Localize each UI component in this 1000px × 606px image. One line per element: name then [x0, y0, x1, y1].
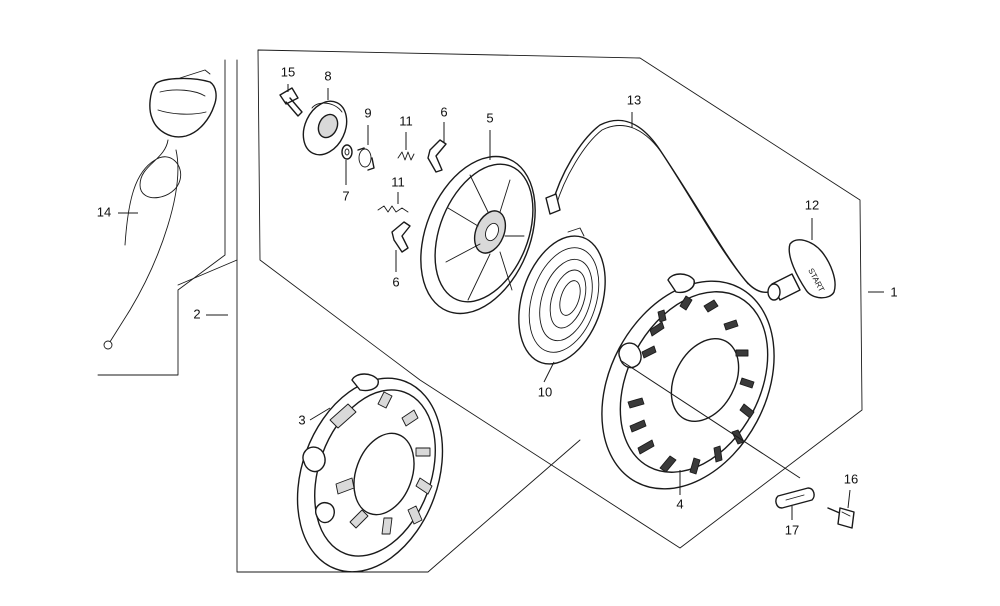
recoil-spring-10 [518, 227, 606, 365]
reel-pulley-5 [420, 155, 536, 315]
callout-5: 5 [486, 110, 493, 125]
assembly-outline-1 [257, 49, 863, 549]
ratchet-6-upper [427, 139, 447, 173]
callout-10: 10 [538, 384, 552, 399]
callout-14: 14 [97, 204, 111, 219]
t-handle-12: START [767, 239, 836, 301]
washer-7 [341, 144, 353, 160]
callout-6-upper: 6 [440, 104, 447, 119]
callout-7: 7 [342, 188, 349, 203]
starter-grip-rope [103, 69, 217, 350]
starter-case-4 [601, 273, 775, 490]
callout-3: 3 [298, 412, 305, 427]
collar-17 [775, 487, 815, 509]
bolt-15 [279, 87, 303, 117]
callout-13: 13 [627, 92, 641, 107]
callout-11-upper: 11 [399, 113, 413, 128]
callout-12: 12 [805, 197, 819, 212]
callout-16: 16 [844, 471, 858, 486]
callout-4: 4 [676, 496, 683, 511]
starter-cover-3 [296, 373, 444, 573]
spring-11-upper [397, 151, 415, 161]
spring-9 [357, 147, 375, 171]
callout-labels: 1 2 3 4 5 6 6 7 8 9 10 11 11 12 13 14 15… [97, 64, 898, 537]
callout-15: 15 [281, 64, 295, 79]
assembly-outline-2 [177, 59, 581, 573]
spring-11-lower [377, 205, 409, 213]
ratchet-6-lower [391, 221, 411, 253]
callout-11-lower: 11 [391, 174, 405, 189]
callout-1: 1 [890, 284, 897, 299]
callout-6-lower: 6 [392, 274, 399, 289]
callout-8: 8 [324, 68, 331, 83]
friction-plate-8 [302, 100, 348, 156]
starter-rope-13 [545, 119, 776, 293]
callout-9: 9 [364, 105, 371, 120]
callout-2: 2 [193, 306, 200, 321]
callout-17: 17 [785, 522, 799, 537]
flange-bolt-16 [827, 507, 855, 529]
leader-lines [118, 84, 884, 520]
assembly-outline-14 [97, 59, 226, 376]
